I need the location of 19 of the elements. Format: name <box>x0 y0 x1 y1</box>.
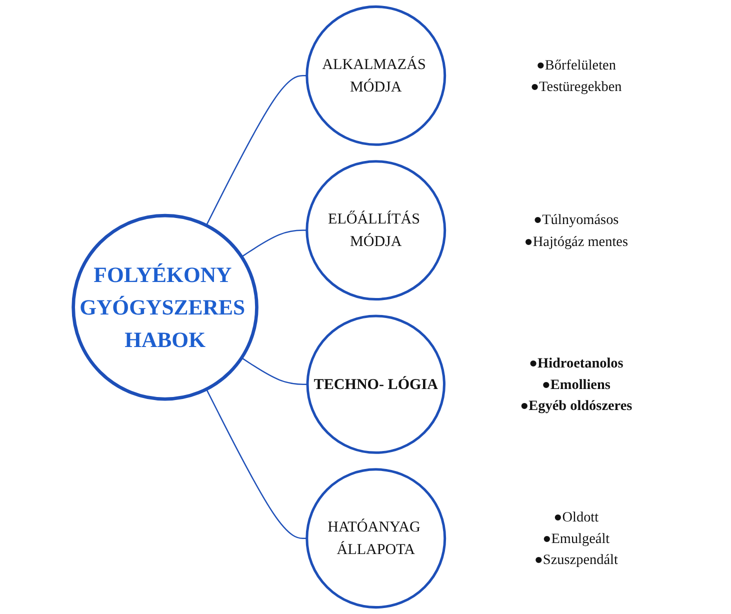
node-circle: FOLYÉKONY GYÓGYSZERES HABOK <box>72 214 259 401</box>
node-label: ●Testüregekben <box>530 78 622 94</box>
node-label: ●Szuszpendált <box>534 552 618 568</box>
connector <box>206 75 308 226</box>
node-circle: TECHNO- LÓGIA <box>306 314 446 454</box>
node-label: ●Hajtógáz mentes <box>524 232 628 249</box>
connector <box>206 388 308 539</box>
connector <box>241 357 308 385</box>
node-label: ●Egyéb oldószeres <box>520 397 632 414</box>
node-label: ●Emolliens <box>542 376 611 392</box>
node-label: ●Emulgeált <box>542 530 610 546</box>
node-label: ●Bőrfelületen <box>536 56 616 73</box>
node-label: ●Hidroetanolos <box>529 354 624 371</box>
node-label: ●Oldott <box>554 508 599 525</box>
node-circle: HATÓANYAG ÁLLAPOTA <box>306 468 446 609</box>
node-circle: ELŐÁLLÍTÁS MÓDJA <box>306 160 446 300</box>
node-circle: ALKALMAZÁS MÓDJA <box>306 5 446 146</box>
node-label: ●Túlnyomásos <box>534 211 619 228</box>
connector <box>241 230 308 258</box>
